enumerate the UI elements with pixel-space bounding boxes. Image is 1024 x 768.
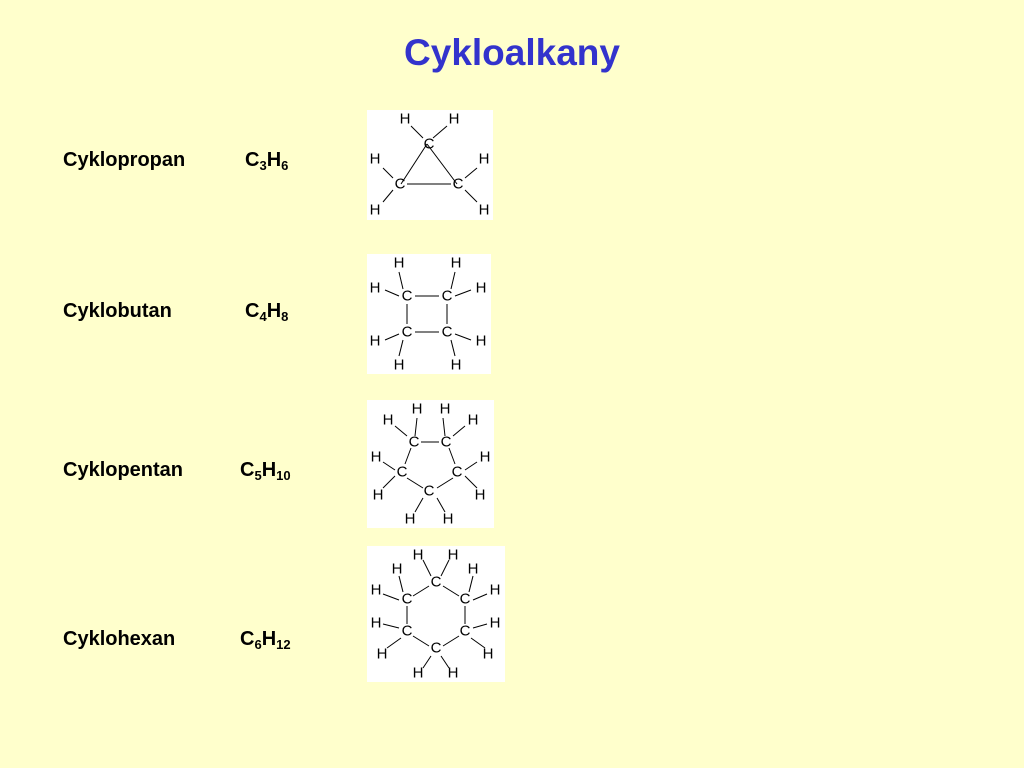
carbon-atom: C [460, 591, 471, 608]
formula-carbon-symbol: C [240, 628, 255, 650]
hydrogen-atom: H [480, 449, 491, 466]
carbon-atom: C [460, 623, 471, 640]
hydrogen-atom: H [383, 412, 394, 429]
carbon-atom: C [453, 176, 464, 193]
hydrogen-atom: H [451, 357, 462, 374]
hydrogen-atom: H [443, 511, 454, 528]
hydrogen-atom: H [370, 151, 381, 168]
formula-hydrogen-count: 10 [276, 468, 291, 483]
formula-hydrogen-count: 6 [281, 158, 289, 173]
formula-hydrogen-symbol: H [261, 459, 277, 481]
formula-cyclohexane: C6H12 [240, 628, 291, 651]
hydrogen-atom: H [413, 665, 424, 682]
hydrogen-atom: H [394, 255, 405, 272]
formula-carbon-symbol: C [245, 300, 260, 322]
hydrogen-atom: H [448, 547, 459, 564]
formula-cyclopentane: C5H10 [240, 459, 291, 482]
hydrogen-atom: H [392, 561, 403, 578]
hydrogen-atom: H [476, 280, 487, 297]
carbon-atom: C [409, 434, 420, 451]
compound-name-cyclohexane: Cyklohexan [63, 628, 176, 650]
formula-hydrogen-count: 12 [276, 637, 291, 652]
hydrogen-atom: H [413, 547, 424, 564]
hydrogen-atom: H [490, 615, 501, 632]
hydrogen-atom: H [370, 202, 381, 219]
carbon-atom: C [442, 324, 453, 341]
hydrogen-atom: H [476, 333, 487, 350]
hydrogen-atom: H [448, 665, 459, 682]
carbon-atom: C [395, 176, 406, 193]
hydrogen-atom: H [373, 487, 384, 504]
hydrogen-atom: H [449, 111, 460, 128]
structure-cyclohexane: C C C C C C H H H H H H H H H H H H [367, 546, 505, 682]
carbon-atom: C [424, 136, 435, 153]
hydrogen-atom: H [483, 646, 494, 663]
carbon-atom: C [431, 640, 442, 657]
formula-cyclopropane: C3H6 [245, 149, 288, 172]
hydrogen-atom: H [370, 333, 381, 350]
hydrogen-atom: H [468, 561, 479, 578]
compound-name-cyclopentane: Cyklopentan [63, 459, 184, 481]
hydrogen-atom: H [400, 111, 411, 128]
hydrogen-atom: H [412, 401, 423, 418]
carbon-atom: C [431, 574, 442, 591]
formula-cyclobutane: C4H8 [245, 300, 288, 323]
compound-name-cyclopropane: Cyklopropan [63, 149, 186, 171]
formula-hydrogen-symbol: H [261, 628, 277, 650]
carbon-atom: C [402, 591, 413, 608]
structure-cyclopentane: C C C C C H H H H H H H H H H [367, 400, 494, 528]
carbon-atom: C [441, 434, 452, 451]
structure-cyclopropane: C C C H H H H H H [367, 110, 493, 220]
hydrogen-atom: H [405, 511, 416, 528]
hydrogen-atom: H [490, 582, 501, 599]
hydrogen-atom: H [468, 412, 479, 429]
hydrogen-atom: H [479, 202, 490, 219]
hydrogen-atom: H [371, 449, 382, 466]
hydrogen-atom: H [451, 255, 462, 272]
formula-hydrogen-count: 8 [281, 309, 289, 324]
formula-carbon-count: 5 [254, 468, 262, 483]
hydrogen-atom: H [377, 646, 388, 663]
formula-hydrogen-symbol: H [266, 149, 282, 171]
formula-carbon-count: 3 [259, 158, 267, 173]
formula-carbon-symbol: C [245, 149, 260, 171]
carbon-atom: C [442, 288, 453, 305]
carbon-atom: C [452, 464, 463, 481]
hydrogen-atom: H [394, 357, 405, 374]
carbon-atom: C [402, 288, 413, 305]
hydrogen-atom: H [370, 280, 381, 297]
carbon-atom: C [402, 324, 413, 341]
carbon-atom: C [402, 623, 413, 640]
formula-carbon-symbol: C [240, 459, 255, 481]
carbon-atom: C [424, 483, 435, 500]
hydrogen-atom: H [479, 151, 490, 168]
compound-name-cyclobutane: Cyklobutan [63, 300, 172, 322]
hydrogen-atom: H [371, 615, 382, 632]
hydrogen-atom: H [440, 401, 451, 418]
formula-carbon-count: 4 [259, 309, 267, 324]
hydrogen-atom: H [475, 487, 486, 504]
hydrogen-atom: H [371, 582, 382, 599]
formula-carbon-count: 6 [254, 637, 262, 652]
formula-hydrogen-symbol: H [266, 300, 282, 322]
page-title: Cykloalkany [404, 32, 620, 73]
structure-cyclobutane: C C C C H H H H H H H H [367, 254, 491, 374]
carbon-atom: C [397, 464, 408, 481]
